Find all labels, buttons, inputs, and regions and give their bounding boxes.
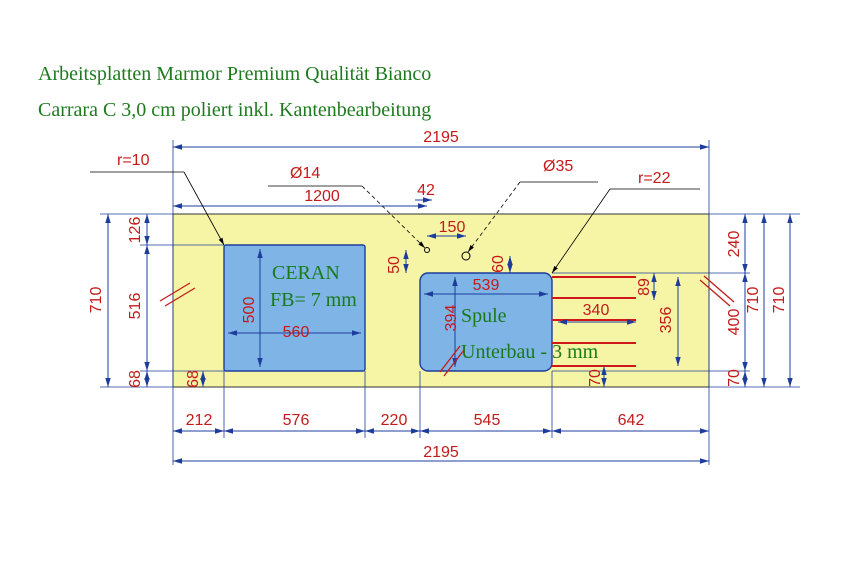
dim-tap-spacing: 150	[439, 219, 466, 236]
note-sink: Spule	[461, 305, 507, 327]
dim-left-top-margin: 126	[127, 217, 144, 244]
dim-grooves-top: 89	[636, 278, 653, 296]
note-sink-unterbau: Unterbau - 3 mm	[461, 341, 599, 363]
dim-grooves-bottom: 70	[587, 369, 604, 387]
dim-bottom-5: 642	[618, 412, 645, 429]
dim-bottom-4: 545	[474, 412, 501, 429]
dim-sink-width: 539	[473, 277, 500, 294]
label-hole-large: Ø35	[543, 158, 573, 175]
note-ceran: CERAN	[272, 262, 340, 284]
dim-total-width-top: 2195	[423, 129, 459, 146]
dim-total-width-bottom: 2195	[423, 444, 459, 461]
dim-bottom-3: 220	[381, 412, 408, 429]
dim-bottom-2: 576	[283, 412, 310, 429]
dim-tap-from-sink: 50	[386, 256, 403, 274]
dim-depth-right-inner: 710	[745, 287, 762, 314]
leader-lines	[90, 171, 700, 274]
tap-hole-large	[461, 251, 471, 261]
title-line-2: Carrara C 3,0 cm poliert inkl. Kantenbea…	[38, 99, 432, 121]
note-ceran-fb: FB= 7 mm	[270, 289, 357, 311]
tap-hole-small	[424, 247, 430, 253]
extension-lines	[100, 140, 800, 465]
dim-left-bottom-margin: 68	[127, 370, 144, 388]
dim-right-bottom-margin: 70	[726, 369, 743, 387]
dim-sink-depth: 394	[443, 305, 460, 332]
dimension-lines	[105, 144, 793, 464]
label-radius-left: r=10	[117, 152, 150, 169]
dim-right-top-margin: 240	[726, 231, 743, 258]
label-hole-small: Ø14	[290, 165, 320, 182]
dim-tap2-from-sink: 60	[490, 255, 507, 273]
dim-ceran-bottom-margin: 68	[185, 370, 202, 388]
dim-ceran-width: 560	[283, 324, 310, 341]
dim-depth-right-outer: 710	[771, 287, 788, 314]
label-radius-right: r=22	[638, 170, 671, 187]
title-line-1: Arbeitsplatten Marmor Premium Qualität B…	[38, 63, 432, 85]
dim-tap-to-sink-x: 42	[417, 182, 435, 199]
dim-right-cutout-depth: 400	[726, 309, 743, 336]
dim-ceran-depth: 500	[241, 297, 258, 324]
dim-tap-offset-x: 1200	[304, 188, 340, 205]
dim-depth-left: 710	[88, 287, 105, 314]
dim-grooves-length: 340	[583, 302, 610, 319]
dim-left-cutout-depth: 516	[127, 293, 144, 320]
dim-bottom-1: 212	[186, 412, 213, 429]
section-marks	[159, 275, 735, 377]
dim-grooves-span: 356	[658, 307, 675, 334]
